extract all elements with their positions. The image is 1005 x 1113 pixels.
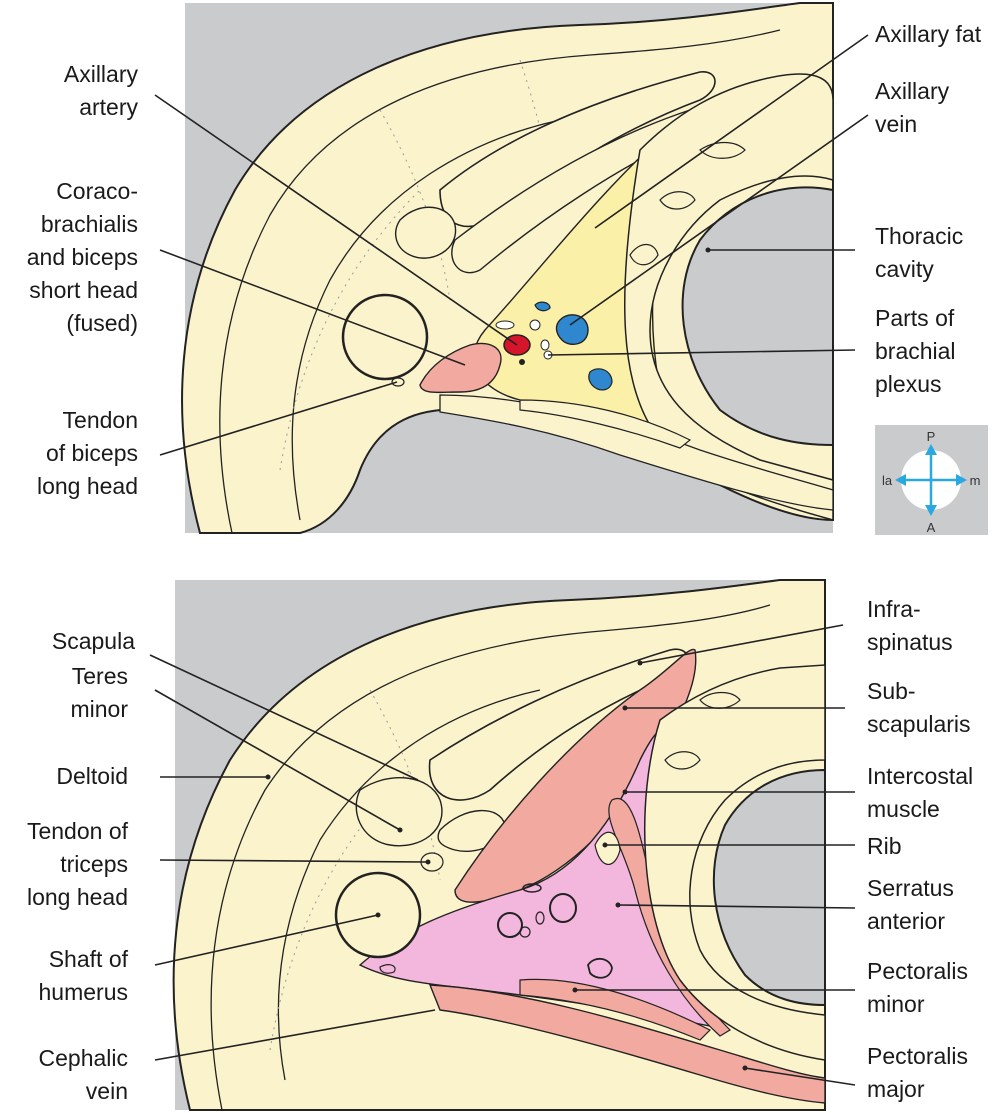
label-rib: Rib	[867, 830, 902, 863]
label-axillary-fat: Axillary fat	[875, 18, 981, 51]
compass-posterior: P	[927, 429, 936, 444]
compass-medial: m	[970, 473, 981, 488]
bottom-panel	[150, 580, 855, 1110]
label-subscapularis: Sub-scapularis	[867, 675, 971, 741]
compass-anterior: A	[927, 520, 936, 535]
axillary-vein-vessel	[556, 315, 588, 345]
label-scapula: Scapula	[52, 625, 135, 658]
label-infraspinatus: Infra-spinatus	[867, 593, 953, 659]
top-humerus	[343, 295, 427, 379]
label-deltoid: Deltoid	[56, 760, 128, 793]
orientation-compass: P A la m	[875, 425, 988, 535]
top-panel: P A la m	[155, 3, 988, 535]
compass-lateral: la	[882, 473, 893, 488]
